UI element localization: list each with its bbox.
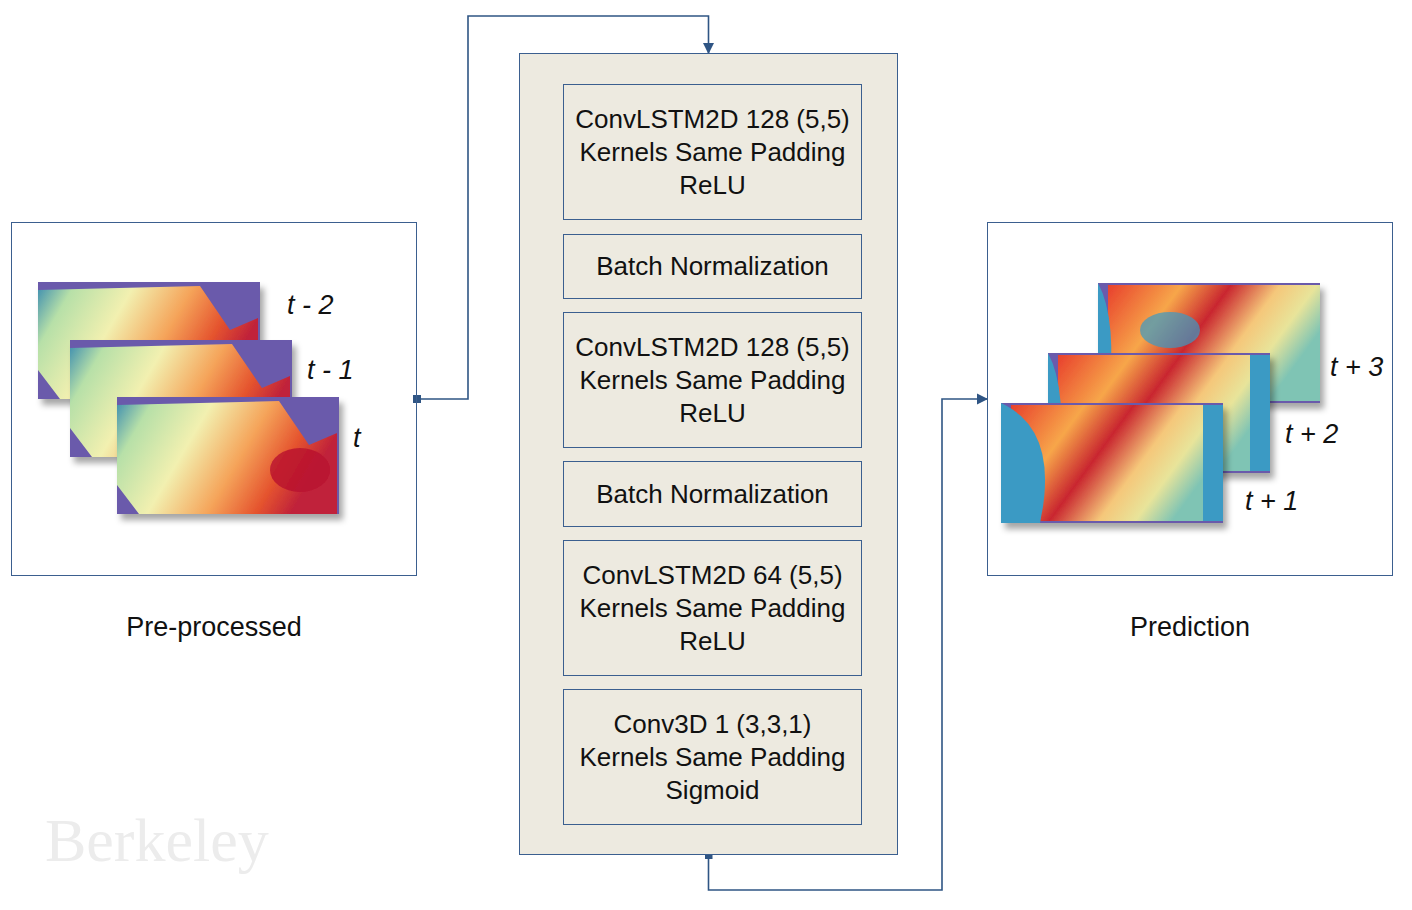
watermark: Berkeley [45, 805, 269, 876]
layer-text: ConvLSTM2D 64 (5,5) Kernels Same Padding… [574, 559, 851, 658]
layer-text: ConvLSTM2D 128 (5,5) Kernels Same Paddin… [574, 103, 851, 202]
layer-box: Conv3D 1 (3,3,1) Kernels Same Padding Si… [563, 689, 862, 825]
frame-label: t + 1 [1245, 486, 1298, 517]
output-panel: Prediction [987, 222, 1393, 576]
layer-text: Batch Normalization [596, 478, 829, 511]
panel-title: Prediction [968, 611, 1412, 644]
frame-label: t - 2 [287, 290, 334, 321]
prediction-frames [1001, 283, 1320, 523]
frame-label: t - 1 [307, 355, 354, 386]
frame-label: t + 3 [1330, 352, 1383, 383]
layer-text: ConvLSTM2D 128 (5,5) Kernels Same Paddin… [574, 331, 851, 430]
layer-box: ConvLSTM2D 64 (5,5) Kernels Same Padding… [563, 540, 862, 676]
layer-box: Batch Normalization [563, 234, 862, 299]
model-container: ConvLSTM2D 128 (5,5) Kernels Same Paddin… [519, 53, 898, 855]
input-panel: Pre-processed [11, 222, 417, 576]
layer-box: ConvLSTM2D 128 (5,5) Kernels Same Paddin… [563, 312, 862, 448]
input-frames [38, 282, 339, 514]
frame-label: t [353, 423, 361, 454]
layer-text: Conv3D 1 (3,3,1) Kernels Same Padding Si… [574, 708, 851, 807]
layer-box: ConvLSTM2D 128 (5,5) Kernels Same Paddin… [563, 84, 862, 220]
layer-text: Batch Normalization [596, 250, 829, 283]
panel-title: Pre-processed [0, 611, 436, 644]
frame-label: t + 2 [1285, 419, 1338, 450]
layer-box: Batch Normalization [563, 461, 862, 527]
